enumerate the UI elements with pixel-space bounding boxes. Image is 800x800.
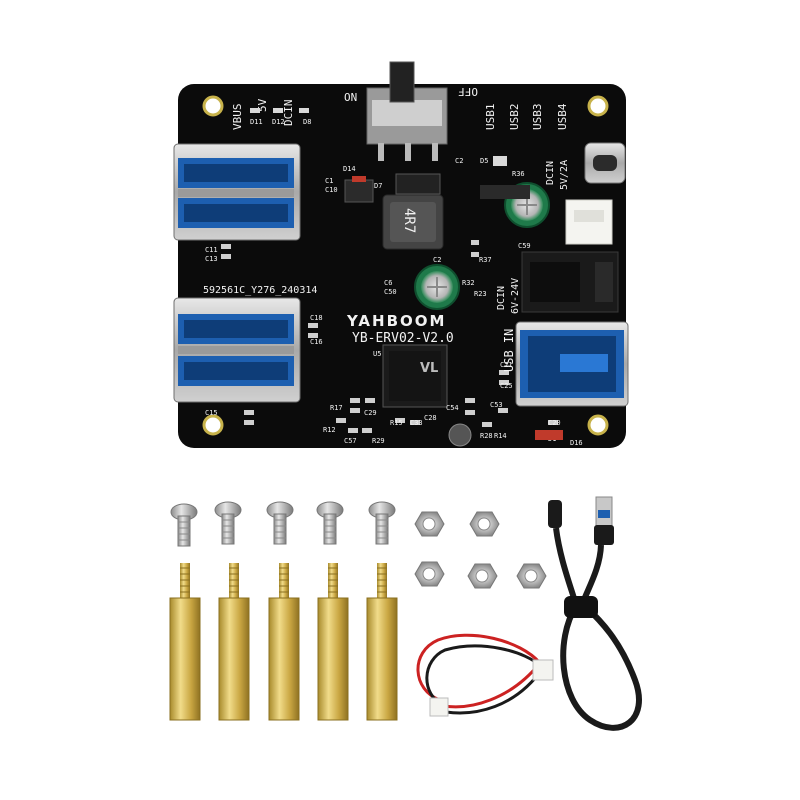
ref-r28: R28 [480, 432, 493, 440]
ref-c16: C16 [310, 338, 323, 346]
usb-cable [548, 496, 642, 731]
usb-in-label: USB IN [502, 329, 516, 372]
brass-standoffs [169, 563, 398, 721]
ref-c28: C28 [424, 414, 437, 422]
nut [469, 511, 500, 537]
dcin-5v-label: DCIN [545, 161, 556, 185]
usb3-label: USB3 [531, 104, 544, 131]
ref-c10: C10 [325, 186, 338, 194]
mounting-hole [587, 414, 609, 436]
mounting-hole [587, 95, 609, 117]
ref-d16: D16 [570, 439, 583, 447]
screw [316, 501, 344, 545]
ref-c50: C50 [384, 288, 397, 296]
screw [266, 501, 294, 545]
nut [414, 511, 445, 537]
ref-c25: C25 [500, 382, 513, 390]
vbus-label: VBUS [231, 104, 244, 131]
ref-r15: R15 [390, 419, 403, 427]
ref-c11: C11 [205, 246, 218, 254]
ref-c13: C13 [205, 255, 218, 263]
usb1-label: USB1 [484, 104, 497, 131]
ref-c1: C1 [325, 177, 333, 185]
ref-r17: R17 [330, 404, 343, 412]
model-label: YB-ERV02-V2.0 [352, 331, 454, 346]
ref-d5: D5 [480, 157, 488, 165]
standoff [268, 563, 300, 721]
ref-r12: R12 [323, 426, 336, 434]
connector-plug [429, 697, 449, 717]
ref-c29: C29 [364, 409, 377, 417]
ref-d8: D8 [303, 118, 311, 126]
usb-port-stack-top [173, 143, 301, 241]
electrolytic-capacitor [414, 264, 460, 310]
mounting-hole [202, 414, 224, 436]
ref-d14: D14 [343, 165, 356, 173]
ref-c2: C2 [455, 157, 463, 165]
ref-u5: U5 [373, 350, 381, 358]
connector-plug [532, 659, 554, 681]
brand-logo: YAHBOOM [346, 312, 446, 330]
nut [467, 563, 498, 589]
inductor-label: 4R7 [401, 208, 417, 233]
screw [368, 501, 396, 545]
power-lead [416, 633, 554, 717]
usb2-label: USB2 [508, 104, 521, 131]
ref-r23: R23 [474, 290, 487, 298]
screws [170, 501, 396, 547]
smd-components [221, 240, 558, 433]
cable-tie [564, 596, 598, 618]
screw [214, 501, 242, 545]
usb-input-port [515, 321, 629, 407]
power-switch [366, 61, 448, 161]
ref-c21: C21 [500, 361, 513, 369]
reset-button [448, 423, 472, 447]
dcin-label: DCIN [282, 100, 295, 127]
standoff [317, 563, 349, 721]
ref-c15: C15 [205, 409, 218, 417]
usb-port-stack-bottom [173, 297, 301, 403]
ref-r36: R36 [512, 170, 525, 178]
mounting-hole [202, 95, 224, 117]
standoff [218, 563, 250, 721]
dcin-wide-rating: 6V-24V [510, 278, 521, 314]
ref-c6: C6 [384, 279, 392, 287]
ref-c20: C20 [548, 419, 561, 427]
ref-c59: C59 [518, 242, 531, 250]
usb4-label: USB4 [556, 103, 569, 130]
ref-r32: R32 [462, 279, 475, 287]
screw [170, 503, 198, 547]
usb-hub-chip: VL [382, 344, 448, 408]
ref-c54: C54 [446, 404, 459, 412]
ref-d7: D7 [374, 182, 382, 190]
ref-r37: R37 [479, 256, 492, 264]
ref-r14: R14 [494, 432, 507, 440]
ref-c2b: C2 [433, 256, 441, 264]
ref-d11: D11 [250, 118, 263, 126]
switch-off-label: OFF [458, 85, 478, 98]
standoff [169, 563, 201, 721]
ref-c53: C53 [490, 401, 503, 409]
standoff [366, 563, 398, 721]
nut [414, 561, 445, 587]
serial-label: 592561C_Y276_240314 [203, 285, 317, 296]
ref-r29: R29 [372, 437, 385, 445]
switch-on-label: ON [344, 91, 357, 104]
ref-c57: C57 [344, 437, 357, 445]
ref-c18: C18 [310, 314, 323, 322]
chip-logo: VL [420, 361, 438, 376]
hex-nuts [414, 511, 547, 589]
ref-c33: C33 [410, 419, 423, 427]
dcin-5v-rating: 5V/2A [559, 160, 570, 190]
dcin-wide-label: DCIN [496, 286, 507, 310]
nut [516, 563, 547, 589]
ref-d12: D12 [272, 118, 285, 126]
